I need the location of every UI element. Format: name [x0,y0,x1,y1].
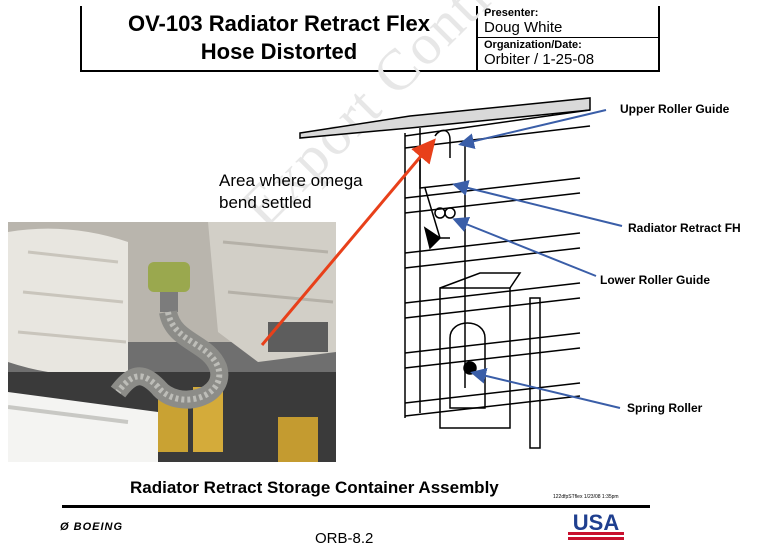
lower-roller-leader [452,217,597,277]
retract-fh-leader [452,180,623,227]
area-line-1: Area where omega [219,171,363,190]
title-line-2: Hose Distorted [200,39,358,64]
footer-rule [62,505,650,508]
red-arrow [260,138,436,346]
org-value: Orbiter / 1-25-08 [484,51,595,68]
usa-logo-text: USA [573,510,620,535]
lower-roller-guide-label: Lower Roller Guide [600,273,711,287]
upper-roller-leader [458,109,607,150]
header-info: Presenter: Doug White Organization/Date:… [478,6,658,70]
container-drawing [299,97,591,449]
slide-code: ORB-8.2 [315,530,374,547]
spring-roller-label: Spring Roller [627,401,703,415]
presenter-name: Doug White [484,19,563,36]
organization-cell: Organization/Date: Orbiter / 1-25-08 [478,38,658,70]
presenter-label: Presenter: [484,7,539,19]
header-divider [476,6,478,72]
presenter-cell: Presenter: Doug White [478,6,658,38]
boeing-logo-text: BOEING [73,521,124,533]
slide-title: OV-103 Radiator Retract Flex Hose Distor… [84,10,474,66]
usa-logo-icon: USA [568,510,624,540]
figure-caption: Radiator Retract Storage Container Assem… [130,478,499,497]
area-annotation: Area where omega bend settled [219,170,363,214]
title-line-1: OV-103 Radiator Retract Flex [127,11,430,36]
radiator-retract-fh-label: Radiator Retract FH [628,221,741,235]
file-stamp: 122dfpSTflex 1/23/08 1:35pm [553,494,619,500]
org-label: Organization/Date: [484,39,582,51]
header-box [80,6,660,72]
hose-photo [8,222,336,462]
area-line-2: bend settled [219,193,312,212]
boeing-icon: Ø [60,521,74,533]
boeing-logo: Ø BOEING [60,521,123,533]
upper-roller-guide-label: Upper Roller Guide [620,102,730,116]
spring-roller-leader [470,368,621,409]
